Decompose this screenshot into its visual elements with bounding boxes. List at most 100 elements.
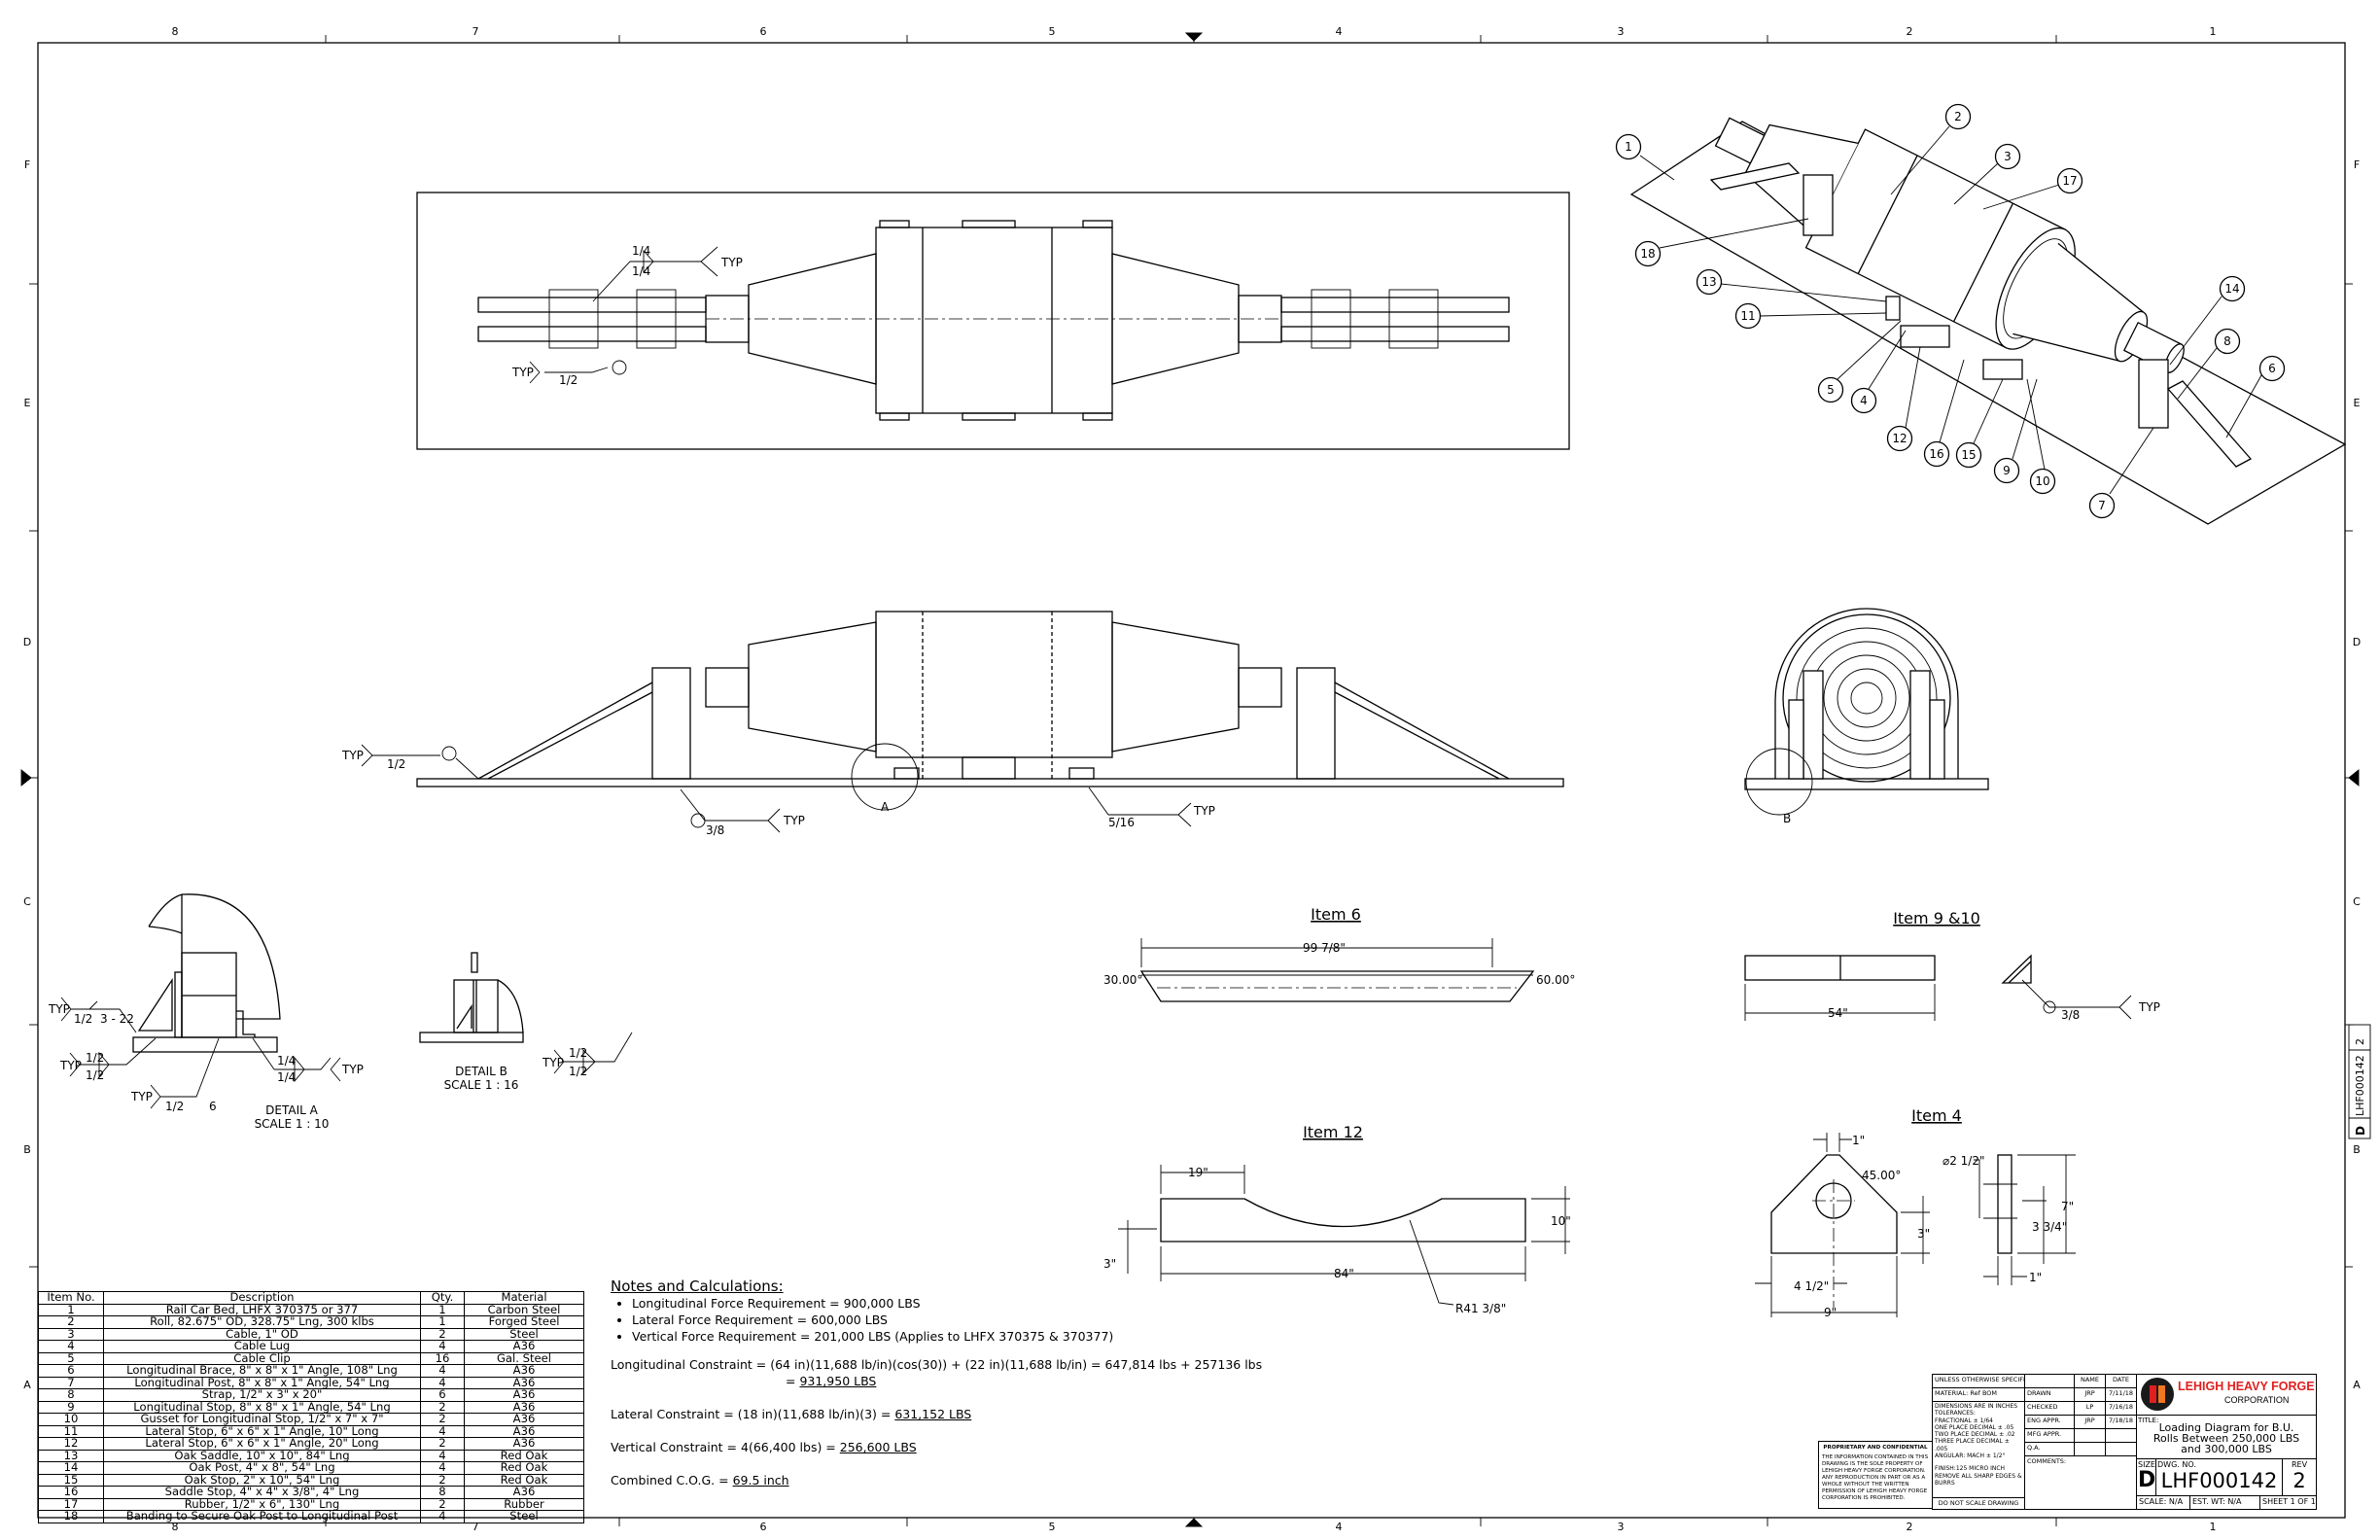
svg-text:TYP: TYP xyxy=(48,1002,70,1016)
item-12-detail: Item 12 19" 10" 3" 84" R41 3/8" xyxy=(1103,1123,1571,1315)
tolerance-line: DIMENSIONS ARE IN INCHES xyxy=(1935,1403,2018,1410)
item-balloon: 16 xyxy=(1923,440,1950,468)
svg-text:Item 12: Item 12 xyxy=(1303,1123,1363,1141)
col-name: NAME xyxy=(2074,1374,2106,1388)
svg-text:TYP: TYP xyxy=(341,1063,364,1076)
svg-text:DETAIL A: DETAIL A xyxy=(265,1103,318,1117)
lateral-constraint: Lateral Constraint = (18 in)(11,688 lb/i… xyxy=(611,1407,895,1421)
svg-text:54": 54" xyxy=(1828,1006,1848,1020)
svg-text:LHF000142: LHF000142 xyxy=(2354,1055,2366,1116)
tolerance-line: TWO PLACE DECIMAL ± .02 xyxy=(1935,1431,2015,1439)
svg-text:4: 4 xyxy=(1336,25,1343,38)
balloon-circle xyxy=(1994,143,2021,170)
drawing-title: Loading Diagram for B.U. Rolls Between 2… xyxy=(2152,1421,2300,1455)
svg-text:⌀2 1/2": ⌀2 1/2" xyxy=(1942,1154,1985,1168)
svg-text:8: 8 xyxy=(172,25,179,38)
balloon-number: 7 xyxy=(2098,499,2106,512)
approval-name xyxy=(2074,1442,2106,1456)
item-balloon: 11 xyxy=(1734,302,1762,330)
item-balloon: 5 xyxy=(1817,376,1844,403)
approval-name: JRP xyxy=(2074,1415,2106,1429)
item-balloon: 13 xyxy=(1696,268,1723,296)
svg-text:F: F xyxy=(2354,158,2360,171)
svg-text:TYP: TYP xyxy=(2138,1000,2160,1014)
svg-text:19": 19" xyxy=(1188,1166,1208,1179)
svg-text:D: D xyxy=(23,636,31,648)
balloon-circle xyxy=(1923,440,1950,468)
weld-symbol: 5/16 TYP xyxy=(1088,787,1215,829)
svg-text:3": 3" xyxy=(1103,1257,1116,1271)
svg-text:B: B xyxy=(1783,812,1791,825)
balloon-number: 3 xyxy=(2004,150,2012,163)
svg-text:2: 2 xyxy=(1907,25,1913,38)
balloon-circle xyxy=(2088,492,2116,519)
weld-symbol: 3/8 TYP xyxy=(680,788,805,837)
svg-text:1": 1" xyxy=(2029,1271,2042,1284)
svg-text:8: 8 xyxy=(172,1521,179,1533)
detail-b: TYP 1/2 1/2 DETAIL B SCALE 1 : 16 xyxy=(419,952,633,1092)
longitudinal-result-prefix: = xyxy=(786,1374,800,1388)
balloon-number: 8 xyxy=(2223,334,2231,348)
svg-text:1/4: 1/4 xyxy=(632,264,650,278)
proprietary-title: PROPRIETARY AND CONFIDENTIAL xyxy=(1823,1445,1928,1451)
balloon-number: 4 xyxy=(1860,394,1868,407)
approval-date: 7/18/18 xyxy=(2105,1415,2137,1429)
balloon-circle xyxy=(1850,387,1877,414)
svg-text:TYP: TYP xyxy=(720,256,743,269)
balloon-number: 17 xyxy=(2062,174,2077,188)
size-label: SIZE xyxy=(2138,1460,2155,1469)
item-9-10-detail: Item 9 &10 54" 3/8 TYP xyxy=(1744,909,2160,1022)
svg-text:1/4: 1/4 xyxy=(277,1070,296,1084)
detail-a-callout xyxy=(851,743,919,811)
item-4-detail: Item 4 1" 45.00° 3" 4 1/2" 9" ⌀2 1/2" 7"… xyxy=(1755,1106,2076,1319)
svg-text:C: C xyxy=(2353,895,2361,908)
longitudinal-constraint: Longitudinal Constraint = (64 in)(11,688… xyxy=(611,1357,1263,1372)
bom-qty: 4 xyxy=(420,1510,465,1523)
svg-text:Item 9 &10: Item 9 &10 xyxy=(1893,909,1980,928)
svg-text:DETAIL B: DETAIL B xyxy=(455,1065,508,1078)
blank-cell xyxy=(2024,1374,2075,1388)
svg-text:1: 1 xyxy=(2210,25,2217,38)
approval-name: JRP xyxy=(2074,1387,2106,1402)
svg-text:TYP: TYP xyxy=(542,1056,564,1069)
svg-text:1/2: 1/2 xyxy=(86,1051,104,1065)
svg-text:2: 2 xyxy=(2354,1038,2366,1045)
unless-specified: UNLESS OTHERWISE SPECIFIED: xyxy=(1932,1374,2025,1388)
tolerance-line: TOLERANCES: xyxy=(1935,1410,1976,1418)
rev-value: 2 xyxy=(2292,1469,2306,1492)
proprietary-notice: PROPRIETARY AND CONFIDENTIAL THE INFORMA… xyxy=(1818,1441,1933,1509)
svg-text:5/16: 5/16 xyxy=(1108,816,1135,829)
svg-text:A: A xyxy=(2353,1379,2361,1391)
svg-text:TYP: TYP xyxy=(59,1059,82,1072)
svg-text:1": 1" xyxy=(1852,1134,1865,1147)
balloon-number: 16 xyxy=(1929,447,1943,461)
company-logo xyxy=(2141,1378,2174,1411)
approval-role: CHECKED xyxy=(2024,1401,2075,1416)
scale: SCALE: N/A xyxy=(2136,1495,2190,1510)
balloon-number: 2 xyxy=(1954,110,1962,123)
comments: COMMENTS: xyxy=(2024,1455,2137,1510)
svg-text:Item 6: Item 6 xyxy=(1311,905,1361,924)
rev-cell: REV 2 xyxy=(2282,1458,2317,1496)
item-balloon: 18 xyxy=(1634,240,1662,267)
end-view: B xyxy=(1744,608,1989,825)
svg-text:1/2: 1/2 xyxy=(559,373,578,387)
company-block: LEHIGH HEAVY FORGE CORPORATION xyxy=(2136,1374,2317,1416)
svg-text:45.00°: 45.00° xyxy=(1862,1169,1901,1182)
company-sub: CORPORATION xyxy=(2224,1395,2290,1405)
svg-text:SCALE 1 : 10: SCALE 1 : 10 xyxy=(255,1117,330,1131)
approval-date: 7/11/18 xyxy=(2105,1387,2137,1402)
item-balloon: 4 xyxy=(1850,387,1877,414)
svg-text:D: D xyxy=(2353,636,2361,648)
svg-text:60.00°: 60.00° xyxy=(1536,973,1575,987)
svg-text:3: 3 xyxy=(1618,1521,1625,1533)
